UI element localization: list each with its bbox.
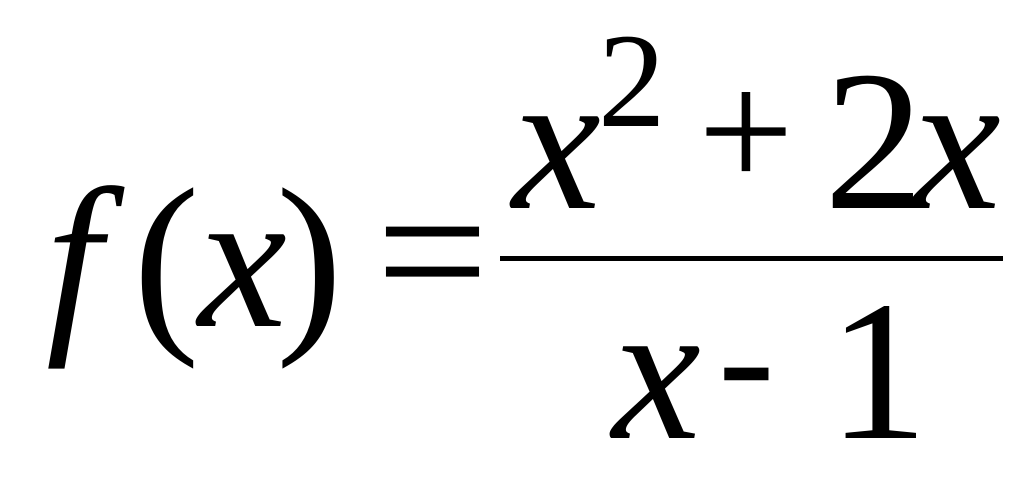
close-paren: ) xyxy=(276,149,343,370)
numerator-coefficient: 2 xyxy=(824,31,924,252)
open-paren: ( xyxy=(133,149,200,370)
plus-sign: + xyxy=(698,37,794,225)
function-argument: x xyxy=(198,149,287,370)
numerator-base: x xyxy=(512,31,601,252)
numerator-exponent: 2 xyxy=(598,7,666,156)
numerator-variable: x xyxy=(912,31,1001,252)
minus-sign: - xyxy=(718,263,775,451)
denominator-variable: x xyxy=(612,261,701,482)
fraction-bar xyxy=(500,256,1003,261)
denominator-constant: 1 xyxy=(828,261,928,482)
function-name: f xyxy=(46,149,102,370)
equals-sign: = xyxy=(376,141,489,362)
